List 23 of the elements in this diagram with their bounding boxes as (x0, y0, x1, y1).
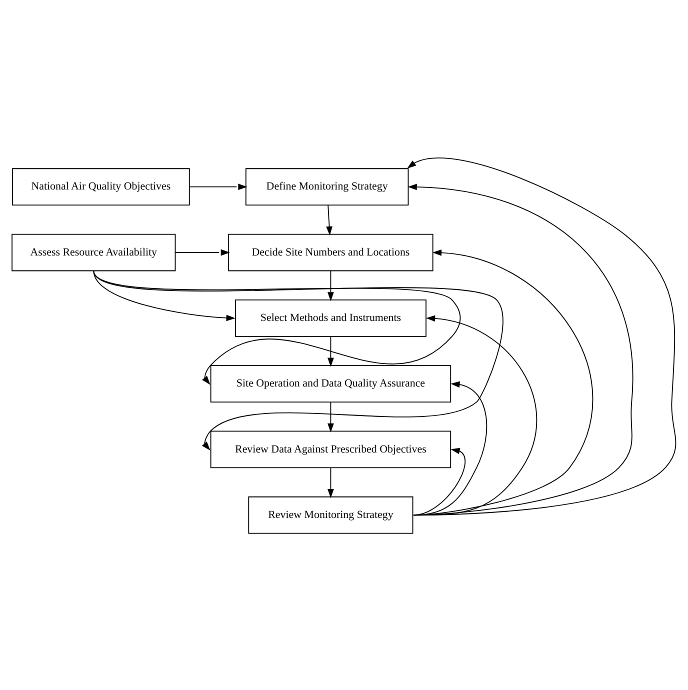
arrow (328, 401, 334, 432)
node-box: Assess Resource Availability (12, 233, 176, 271)
node-box: Site Operation and Data Quality Assurance (210, 364, 452, 402)
arrow (188, 183, 248, 190)
node-box: National Air Quality Objectives (12, 168, 190, 206)
arrow (408, 183, 634, 516)
arrow (174, 248, 230, 256)
arrow (328, 336, 334, 366)
arrow (328, 466, 334, 498)
node-box: Define Monitoring Strategy (245, 168, 409, 206)
arrow (413, 380, 488, 516)
arrow (413, 249, 594, 516)
arrow (93, 270, 461, 384)
node-box: Review Monitoring Strategy (248, 496, 414, 534)
node-box: Decide Site Numbers and Locations (228, 233, 434, 271)
arrow (413, 447, 466, 516)
node-box: Review Data Against Prescribed Objectives (210, 430, 452, 468)
arrow (407, 157, 676, 516)
arrow (93, 270, 504, 450)
node-box: Select Methods and Instruments (234, 298, 426, 336)
arrow (328, 270, 334, 301)
arrow (413, 314, 538, 516)
arrow (326, 204, 332, 236)
